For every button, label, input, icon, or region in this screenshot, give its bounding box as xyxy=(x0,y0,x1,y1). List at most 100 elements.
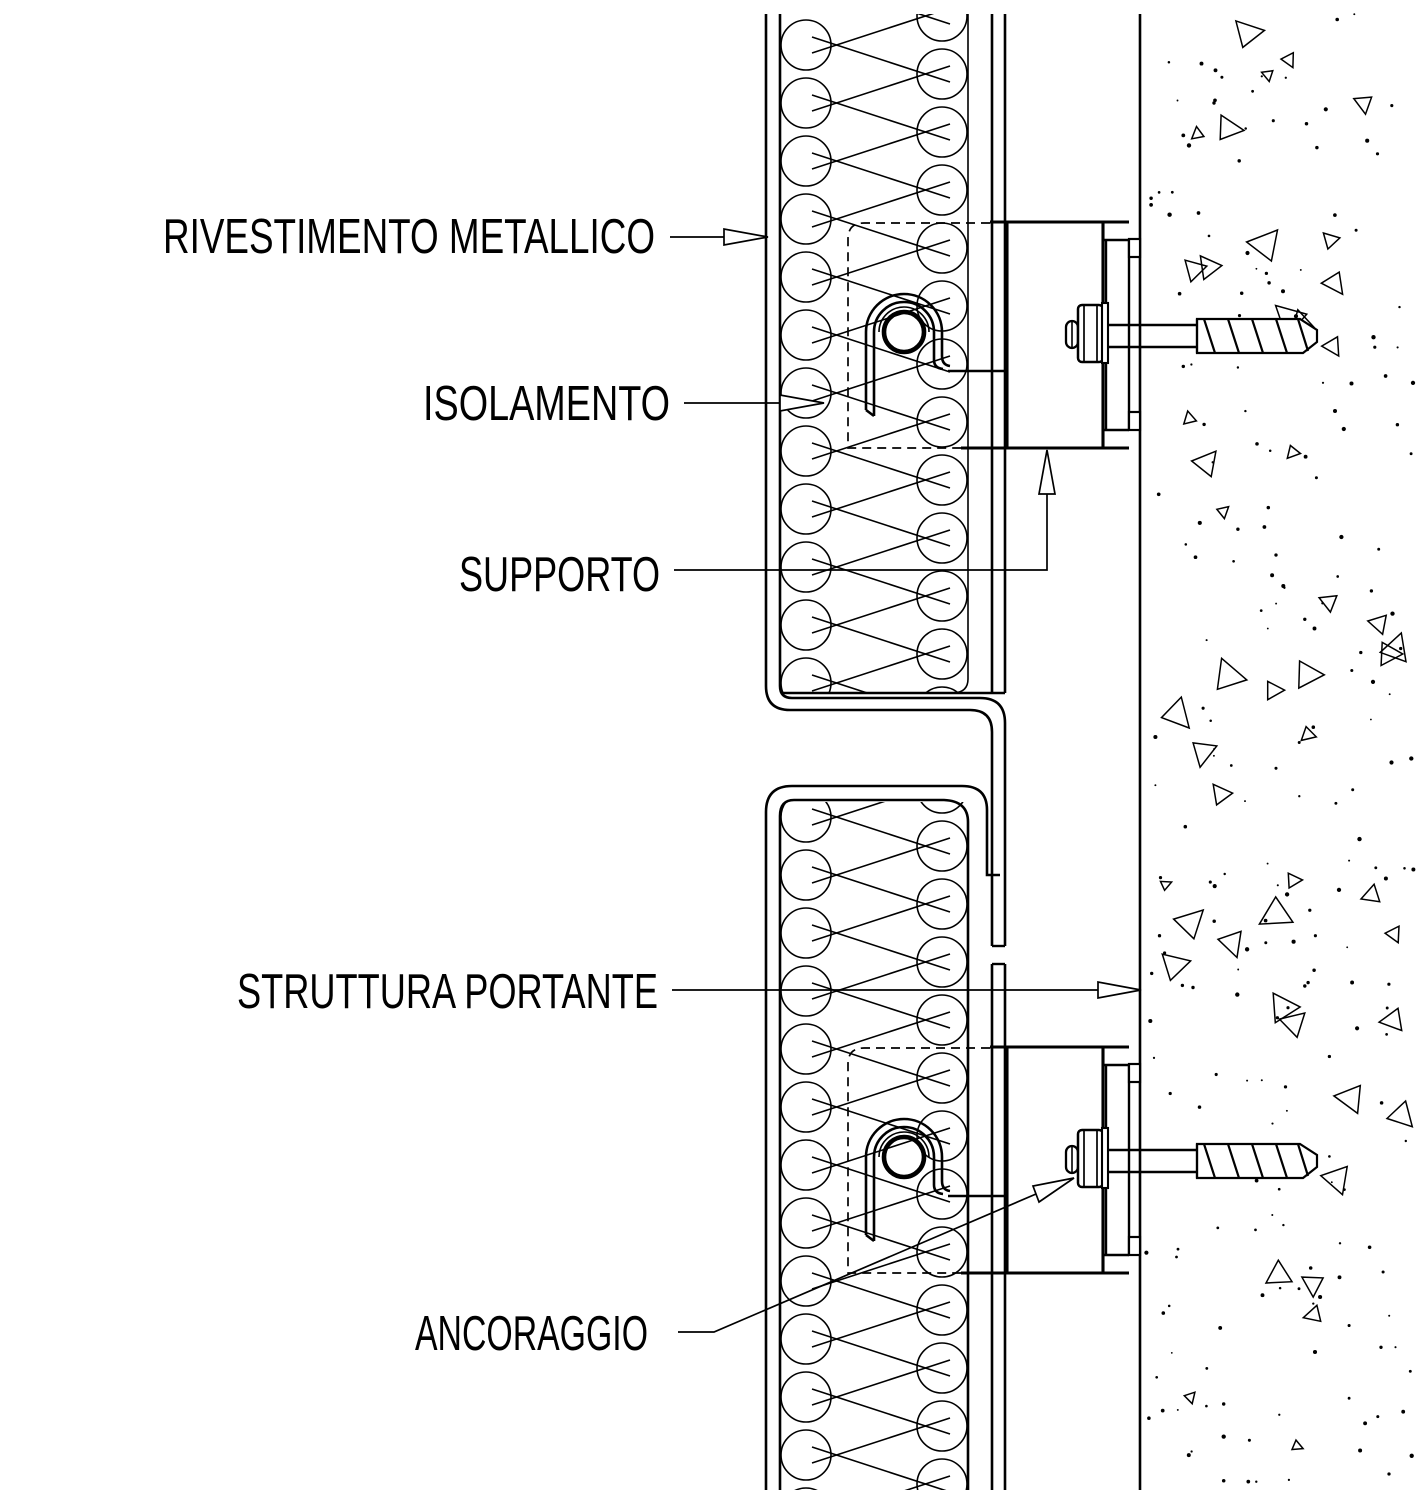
aggregate-dot xyxy=(1214,1072,1218,1077)
aggregate-dot xyxy=(1276,884,1279,887)
aggregate-dot xyxy=(1385,1006,1389,1010)
aggregate-dot xyxy=(1157,191,1161,194)
aggregate-dot xyxy=(1213,98,1217,103)
aggregate-dot xyxy=(1175,1255,1178,1259)
back-sheet xyxy=(990,964,1007,1490)
aggregate-dot xyxy=(1385,1033,1388,1036)
aggregate-dot xyxy=(1315,145,1319,150)
label-ancoraggio: ANCORAGGIO xyxy=(415,1307,648,1361)
aggregate-dot xyxy=(1271,119,1275,123)
aggregate-dot xyxy=(1275,1016,1280,1020)
aggregate-dot xyxy=(1260,1293,1265,1298)
aggregate-dot xyxy=(1196,211,1201,215)
aggregate-dot xyxy=(1303,454,1308,459)
aggregate-dot xyxy=(1318,1294,1323,1300)
aggregate-dot xyxy=(1232,559,1235,563)
aggregate-triangle xyxy=(1172,908,1205,941)
aggregate-dot xyxy=(1205,1367,1209,1370)
aggregate-dot xyxy=(1193,555,1198,560)
aggregate-triangle xyxy=(1380,641,1405,667)
aggregate-dot xyxy=(1170,190,1174,194)
annotation-leaders xyxy=(670,227,1142,1333)
aggregate-dot xyxy=(1373,345,1377,349)
upper-cassette-panel xyxy=(764,14,1007,948)
aggregate-dot xyxy=(1205,639,1208,642)
outer-skin xyxy=(764,14,994,946)
aggregate-triangle xyxy=(1184,259,1209,284)
aggregate-dot xyxy=(1312,1302,1315,1305)
aggregate-dot xyxy=(1246,1479,1251,1484)
aggregate-dot xyxy=(1262,525,1267,529)
arrowhead-supporto xyxy=(1037,449,1057,495)
aggregate-dot xyxy=(1389,760,1394,765)
aggregate-dot xyxy=(1155,1375,1159,1379)
aggregate-dot xyxy=(1197,1105,1202,1109)
aggregate-dot xyxy=(1180,983,1185,988)
aggregate-dot xyxy=(1358,1448,1363,1453)
aggregate-dot xyxy=(1205,1404,1208,1408)
aggregate-dot xyxy=(1237,314,1242,318)
aggregate-dot xyxy=(1176,1247,1180,1251)
aggregate-dot xyxy=(1286,1006,1290,1010)
aggregate-dot xyxy=(1293,314,1299,319)
aggregate-dot xyxy=(1375,152,1380,156)
aggregate-dot xyxy=(1343,1188,1346,1191)
aggregate-triangle xyxy=(1287,871,1305,890)
aggregate-dot xyxy=(1199,61,1204,66)
aggregate-dot xyxy=(1186,1453,1191,1458)
inner-skin xyxy=(778,14,1007,946)
aggregate-triangle xyxy=(1319,1165,1349,1197)
aggregate-triangle xyxy=(1366,614,1388,636)
aggregate-dot xyxy=(1235,992,1240,997)
aggregate-dot xyxy=(1351,788,1355,792)
aggregate-triangle xyxy=(1378,631,1407,663)
aggregate-dot xyxy=(1321,381,1325,384)
aggregate-dot xyxy=(1323,107,1328,112)
aggregate-dot xyxy=(1255,267,1258,270)
aggregate-dot xyxy=(1237,968,1240,971)
aggregate-dot xyxy=(1369,589,1374,593)
concrete-texture xyxy=(1144,13,1416,1484)
aggregate-dot xyxy=(1212,884,1217,889)
insulation-hatch-upper xyxy=(781,14,968,693)
aggregate-dot xyxy=(1264,271,1269,276)
aggregate-dot xyxy=(1280,289,1286,294)
aggregate-triangle xyxy=(1286,444,1303,460)
aggregate-dot xyxy=(1285,1109,1288,1112)
aggregate-dot xyxy=(1394,1346,1397,1349)
aggregate-dot xyxy=(1281,583,1286,589)
aggregate-dot xyxy=(1341,426,1346,432)
aggregate-dot xyxy=(1160,1408,1165,1413)
aggregate-dot xyxy=(1390,611,1395,616)
aggregate-dot xyxy=(1266,627,1269,630)
annotation-labels: RIVESTIMENTO METALLICO ISOLAMENTO SUPPOR… xyxy=(163,210,670,1361)
aggregate-triangle xyxy=(1300,1276,1325,1299)
aggregate-triangle xyxy=(1160,695,1191,730)
aggregate-triangle xyxy=(1266,680,1287,701)
aggregate-dot xyxy=(1278,1286,1282,1290)
aggregate-dot xyxy=(1284,892,1290,897)
aggregate-dot xyxy=(1223,872,1226,876)
aggregate-dot xyxy=(1381,1270,1385,1274)
aggregate-dot xyxy=(1346,946,1349,949)
aggregate-dot xyxy=(1251,89,1254,93)
aggregate-dot xyxy=(1335,17,1339,22)
aggregate-dot xyxy=(1202,422,1206,427)
aggregate-triangle xyxy=(1258,895,1295,925)
aggregate-triangle xyxy=(1215,505,1230,521)
aggregate-dot xyxy=(1339,534,1344,540)
label-isolamento: ISOLAMENTO xyxy=(423,377,670,431)
aggregate-dot xyxy=(1336,575,1340,578)
aggregate-dot xyxy=(1377,547,1381,551)
aggregate-triangle xyxy=(1279,51,1295,70)
aggregate-dot xyxy=(1379,1101,1384,1105)
aggregate-dot xyxy=(1284,76,1287,79)
aggregate-triangle xyxy=(1272,991,1302,1025)
aggregate-dot xyxy=(1328,1155,1331,1158)
arrowhead-struttura xyxy=(1097,980,1142,1000)
aggregate-dot xyxy=(1259,609,1263,612)
aggregate-triangle xyxy=(1264,1258,1294,1284)
aggregate-dot xyxy=(1387,982,1391,986)
aggregate-dot xyxy=(1308,1266,1313,1270)
aggregate-dot xyxy=(1291,939,1296,944)
